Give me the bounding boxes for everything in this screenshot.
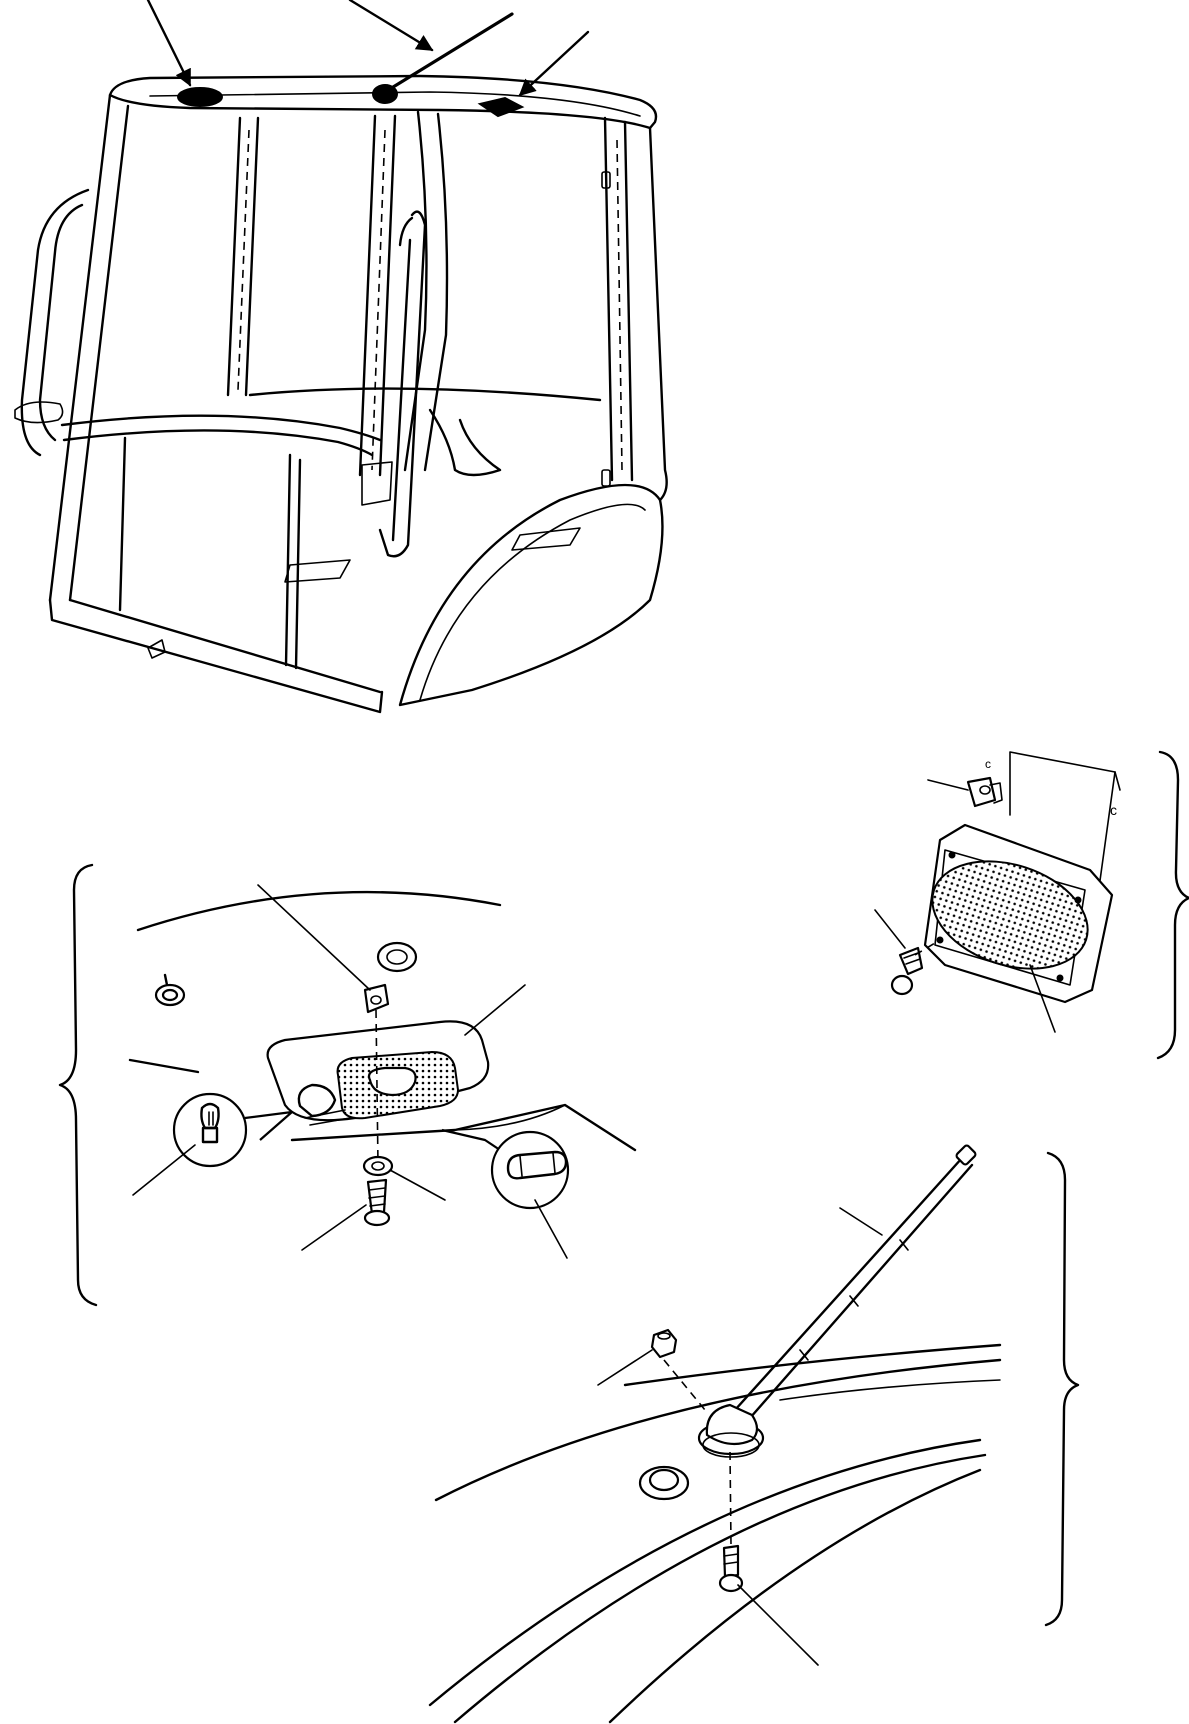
festoon-bulb [508, 1152, 566, 1178]
interior-lamp-detail [60, 865, 635, 1305]
wedge-bulb [201, 1104, 218, 1128]
roof-edge [436, 1360, 1000, 1500]
front-sill [62, 416, 380, 440]
leader-nut [598, 1350, 652, 1385]
leader-bulb [133, 1145, 195, 1195]
cab-overview [15, 0, 667, 712]
roof-lamp-location [178, 88, 222, 106]
antenna-tip [955, 1144, 976, 1165]
speaker-brace [1158, 752, 1189, 1058]
leader-clip-nut [258, 885, 370, 990]
leader-washer [390, 1170, 445, 1200]
antenna-rod [735, 1158, 972, 1418]
front-left-pillar [50, 95, 128, 600]
rear-fender [400, 485, 662, 705]
leader-speaker [1030, 965, 1055, 1032]
roof-speaker-location [480, 98, 522, 116]
speaker-grille [918, 843, 1101, 988]
leader-screw [302, 1205, 366, 1250]
antenna-brace [1046, 1153, 1078, 1625]
speaker-clip [968, 778, 995, 806]
leader-arrow-right [518, 32, 588, 95]
roof-antenna [385, 14, 512, 92]
leader-bolt [738, 1585, 818, 1665]
antenna-base [707, 1405, 757, 1444]
leader-antenna-rod [840, 1208, 882, 1235]
washer [364, 1157, 392, 1175]
left-handrail [22, 190, 88, 455]
leader-speaker-clip [928, 780, 968, 790]
left-brace [60, 865, 96, 1305]
leader-arrow-left [148, 0, 190, 87]
cab-roof [110, 76, 656, 128]
panel-mark: c [1110, 802, 1117, 818]
clip-nut [365, 985, 388, 1012]
leader-arrow-center [350, 0, 434, 50]
right-handrail [380, 212, 425, 557]
speaker-detail: c c [875, 752, 1189, 1058]
antenna-detail [430, 1144, 1078, 1722]
clip-mark: c [985, 757, 991, 771]
antenna-nut [652, 1330, 676, 1357]
leader-speaker-screw [875, 910, 905, 948]
leader-lamp-housing [465, 985, 525, 1035]
leader-festoon [535, 1200, 567, 1258]
festoon-bulb-callout [492, 1132, 568, 1208]
